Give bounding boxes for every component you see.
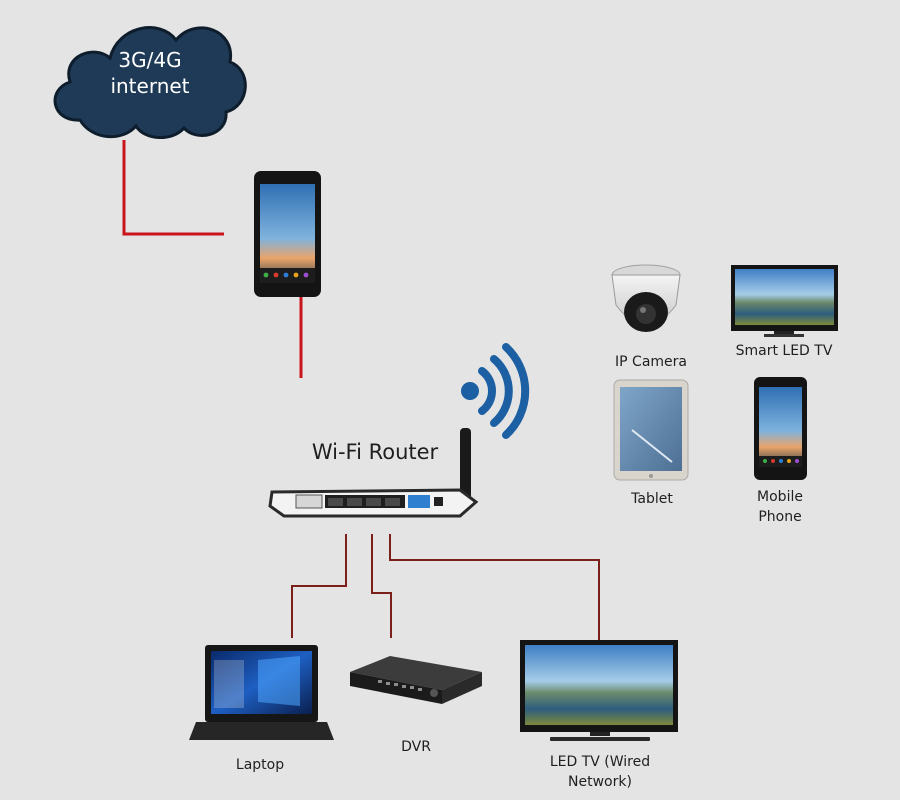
router-label: Wi-Fi Router — [300, 440, 450, 464]
router-to-dvr-line — [372, 534, 391, 638]
smart-tv-label: Smart LED TV — [724, 341, 844, 361]
cloud-label: 3G/4G internet — [100, 47, 200, 99]
cloud-label-line1: 3G/4G — [100, 47, 200, 73]
mobile-phone-label-line2: Phone — [730, 507, 830, 527]
tablet-icon — [614, 380, 688, 480]
led-tv-label-line1: LED TV (Wired — [530, 752, 670, 772]
laptop-label: Laptop — [210, 755, 310, 775]
cloud-label-line2: internet — [100, 73, 200, 99]
ip-camera-label: IP Camera — [596, 352, 706, 372]
router-to-led-tv-line — [390, 534, 599, 640]
tablet-label: Tablet — [602, 489, 702, 509]
wired-lines — [292, 534, 599, 640]
mobile-phone-icon — [754, 377, 807, 480]
wifi-signal-icon — [461, 347, 525, 435]
laptop-icon — [189, 645, 334, 740]
led-tv-label: LED TV (Wired Network) — [530, 752, 670, 792]
mobile-phone-label-line1: Mobile — [730, 487, 830, 507]
led-tv-icon — [520, 640, 678, 741]
ip-camera-icon — [612, 265, 680, 332]
cloud-to-phone-line — [124, 140, 224, 234]
smart-tv-icon — [731, 265, 838, 337]
led-tv-label-line2: Network) — [530, 772, 670, 792]
dvr-label: DVR — [366, 737, 466, 757]
mobile-phone-label: Mobile Phone — [730, 487, 830, 527]
smartphone-icon — [254, 171, 321, 297]
router-to-laptop-line — [292, 534, 346, 638]
dvr-icon — [350, 656, 482, 704]
